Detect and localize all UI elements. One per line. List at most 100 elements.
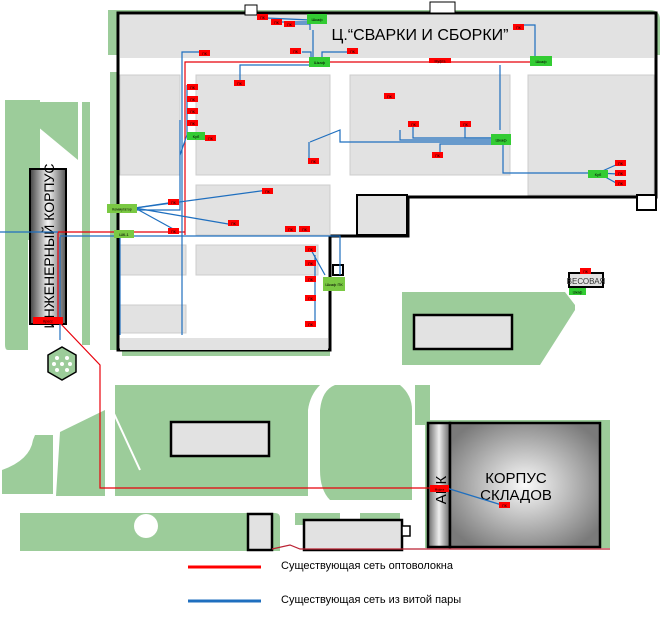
building-warehouse (426, 421, 602, 549)
hexagon-structure (47, 346, 77, 381)
pc-node-label: ПК (308, 248, 314, 252)
cabinet-node-center-box (491, 134, 511, 145)
switch-node-east-box (588, 170, 608, 178)
label-welding-assembly: Ц.“СВАРКИ И СБОРКИ” (332, 27, 509, 44)
pc-node-label: ПК (618, 172, 624, 176)
pc-node-box (234, 80, 245, 86)
pc-node-box (432, 152, 443, 158)
building-store (412, 313, 514, 351)
pc-node-box (168, 228, 179, 234)
fiber-network (57, 61, 610, 550)
switch-node-west-label: Куб (193, 134, 200, 139)
pc-node-label: ПК (190, 122, 196, 126)
building-garage (169, 420, 271, 458)
roundabout (134, 514, 158, 538)
pc-node-label: ПК (208, 137, 214, 141)
shk1-node-box (114, 230, 134, 238)
pc-node-box (460, 121, 471, 127)
pc-node-box (384, 93, 395, 99)
cross-node-engineering-box (33, 317, 63, 324)
pc-node-label: ПК (411, 123, 417, 127)
pc-node-label: ПК (387, 95, 393, 99)
label-engineering: ИНЖЕНЕРНЫЙ КОРПУС (40, 164, 57, 329)
pc-node-label: ПК (308, 323, 314, 327)
commutator-node-label: Коммутатор (112, 208, 132, 212)
pc-node-label: ПК (237, 82, 243, 86)
switch-node-west-box (187, 132, 205, 140)
pc-node-label: ПК (202, 52, 208, 56)
pc-node-label: ПК (260, 16, 266, 20)
label-weighing: ВЕСОВАЯ (567, 277, 606, 286)
pc-node-label: ПК (171, 201, 177, 205)
cabinet-pc-node-label: Шкаф ПК (325, 282, 343, 287)
pc-node-box (205, 135, 216, 141)
cabinet-node-east-box (530, 56, 552, 66)
pc-node-box (305, 321, 316, 327)
pc-node-box (305, 276, 316, 282)
coupling-node-abk-box (430, 485, 449, 492)
pc-node-box (187, 96, 198, 102)
building-booth (246, 512, 274, 552)
pc-node-box (228, 220, 239, 226)
building-workshop (302, 518, 404, 552)
legend-fiber-label: Существующая сеть оптоволокна (281, 560, 454, 572)
cabinet-node-center-label: Шкаф (495, 138, 507, 143)
switch-node-east-label: Куб (595, 172, 602, 177)
cabinet-node-top-label: Шкаф (311, 17, 323, 22)
pc-node-label: ПК (435, 154, 441, 158)
pc-node-box (187, 120, 198, 126)
pc-node-label: ПК (311, 160, 317, 164)
pc-node-box (615, 170, 626, 176)
legend-twisted-pair-label: Существующая сеть из витой пары (281, 594, 462, 606)
network-nodes: ПК ПК ПК ПК ПК ПК ПК ПК ПК ПК ПК ПК ПК ПК ПК ПК ПК ПК ПК ПК… (33, 14, 626, 508)
pc-node-label: ПК (171, 230, 177, 234)
pc-node-box (615, 180, 626, 186)
cabinet-node-weighing-box (569, 288, 586, 295)
building-welding-assembly (116, 1, 658, 352)
pc-node-label: ПК (190, 110, 196, 114)
pc-node-box (299, 226, 310, 232)
shk1-node-label: ШК-1 (119, 232, 129, 237)
pc-node-label: ПК (516, 26, 522, 30)
coupling-node-abk-label: Муфта (435, 488, 445, 492)
pc-node-label: ПК (288, 228, 294, 232)
pc-node-box (284, 21, 295, 27)
pc-node-label: ПК (618, 182, 624, 186)
pc-node-label: ПК (350, 50, 356, 54)
pc-node-box (408, 121, 419, 127)
pc-node-box (347, 48, 358, 54)
pc-node-box (290, 48, 301, 54)
pc-node-box (308, 158, 319, 164)
legend-swatches (188, 565, 261, 603)
pc-node-label: ПК (231, 222, 237, 226)
pc-node-box (305, 260, 316, 266)
pc-node-label: ПК (190, 86, 196, 90)
pc-node-label: ПК (293, 50, 299, 54)
pc-node-box (262, 188, 273, 194)
pc-node-label: ПК (308, 297, 314, 301)
cabinet-node-weighing-label: Шкаф (573, 291, 583, 295)
label-warehouse-1: КОРПУС (485, 470, 547, 487)
pc-node-box (580, 268, 591, 274)
pc-node-box (285, 226, 296, 232)
pc-node-label: ПК (265, 190, 271, 194)
pc-node-label: ПК (618, 162, 624, 166)
pc-node-label: ПК (502, 504, 508, 508)
pc-node-box (513, 24, 524, 30)
pc-node-box (305, 295, 316, 301)
pc-node-label: ПК (308, 278, 314, 282)
cross-node-engineering-label: Кросс (43, 320, 53, 324)
pc-node-label: ПК (190, 98, 196, 102)
pc-node-box (305, 246, 316, 252)
pc-node-box (615, 160, 626, 166)
cabinet-node-top-box (307, 14, 327, 24)
pc-node-label: ПК (287, 23, 293, 27)
label-warehouse-2: СКЛАДОВ (480, 487, 552, 504)
pc-node-box (199, 50, 210, 56)
commutator-node-box (107, 204, 137, 213)
pc-node-label: ПК (274, 21, 280, 25)
pc-node-box (168, 199, 179, 205)
cabinet-node-main-box (309, 57, 330, 67)
pc-node-box (271, 19, 282, 25)
